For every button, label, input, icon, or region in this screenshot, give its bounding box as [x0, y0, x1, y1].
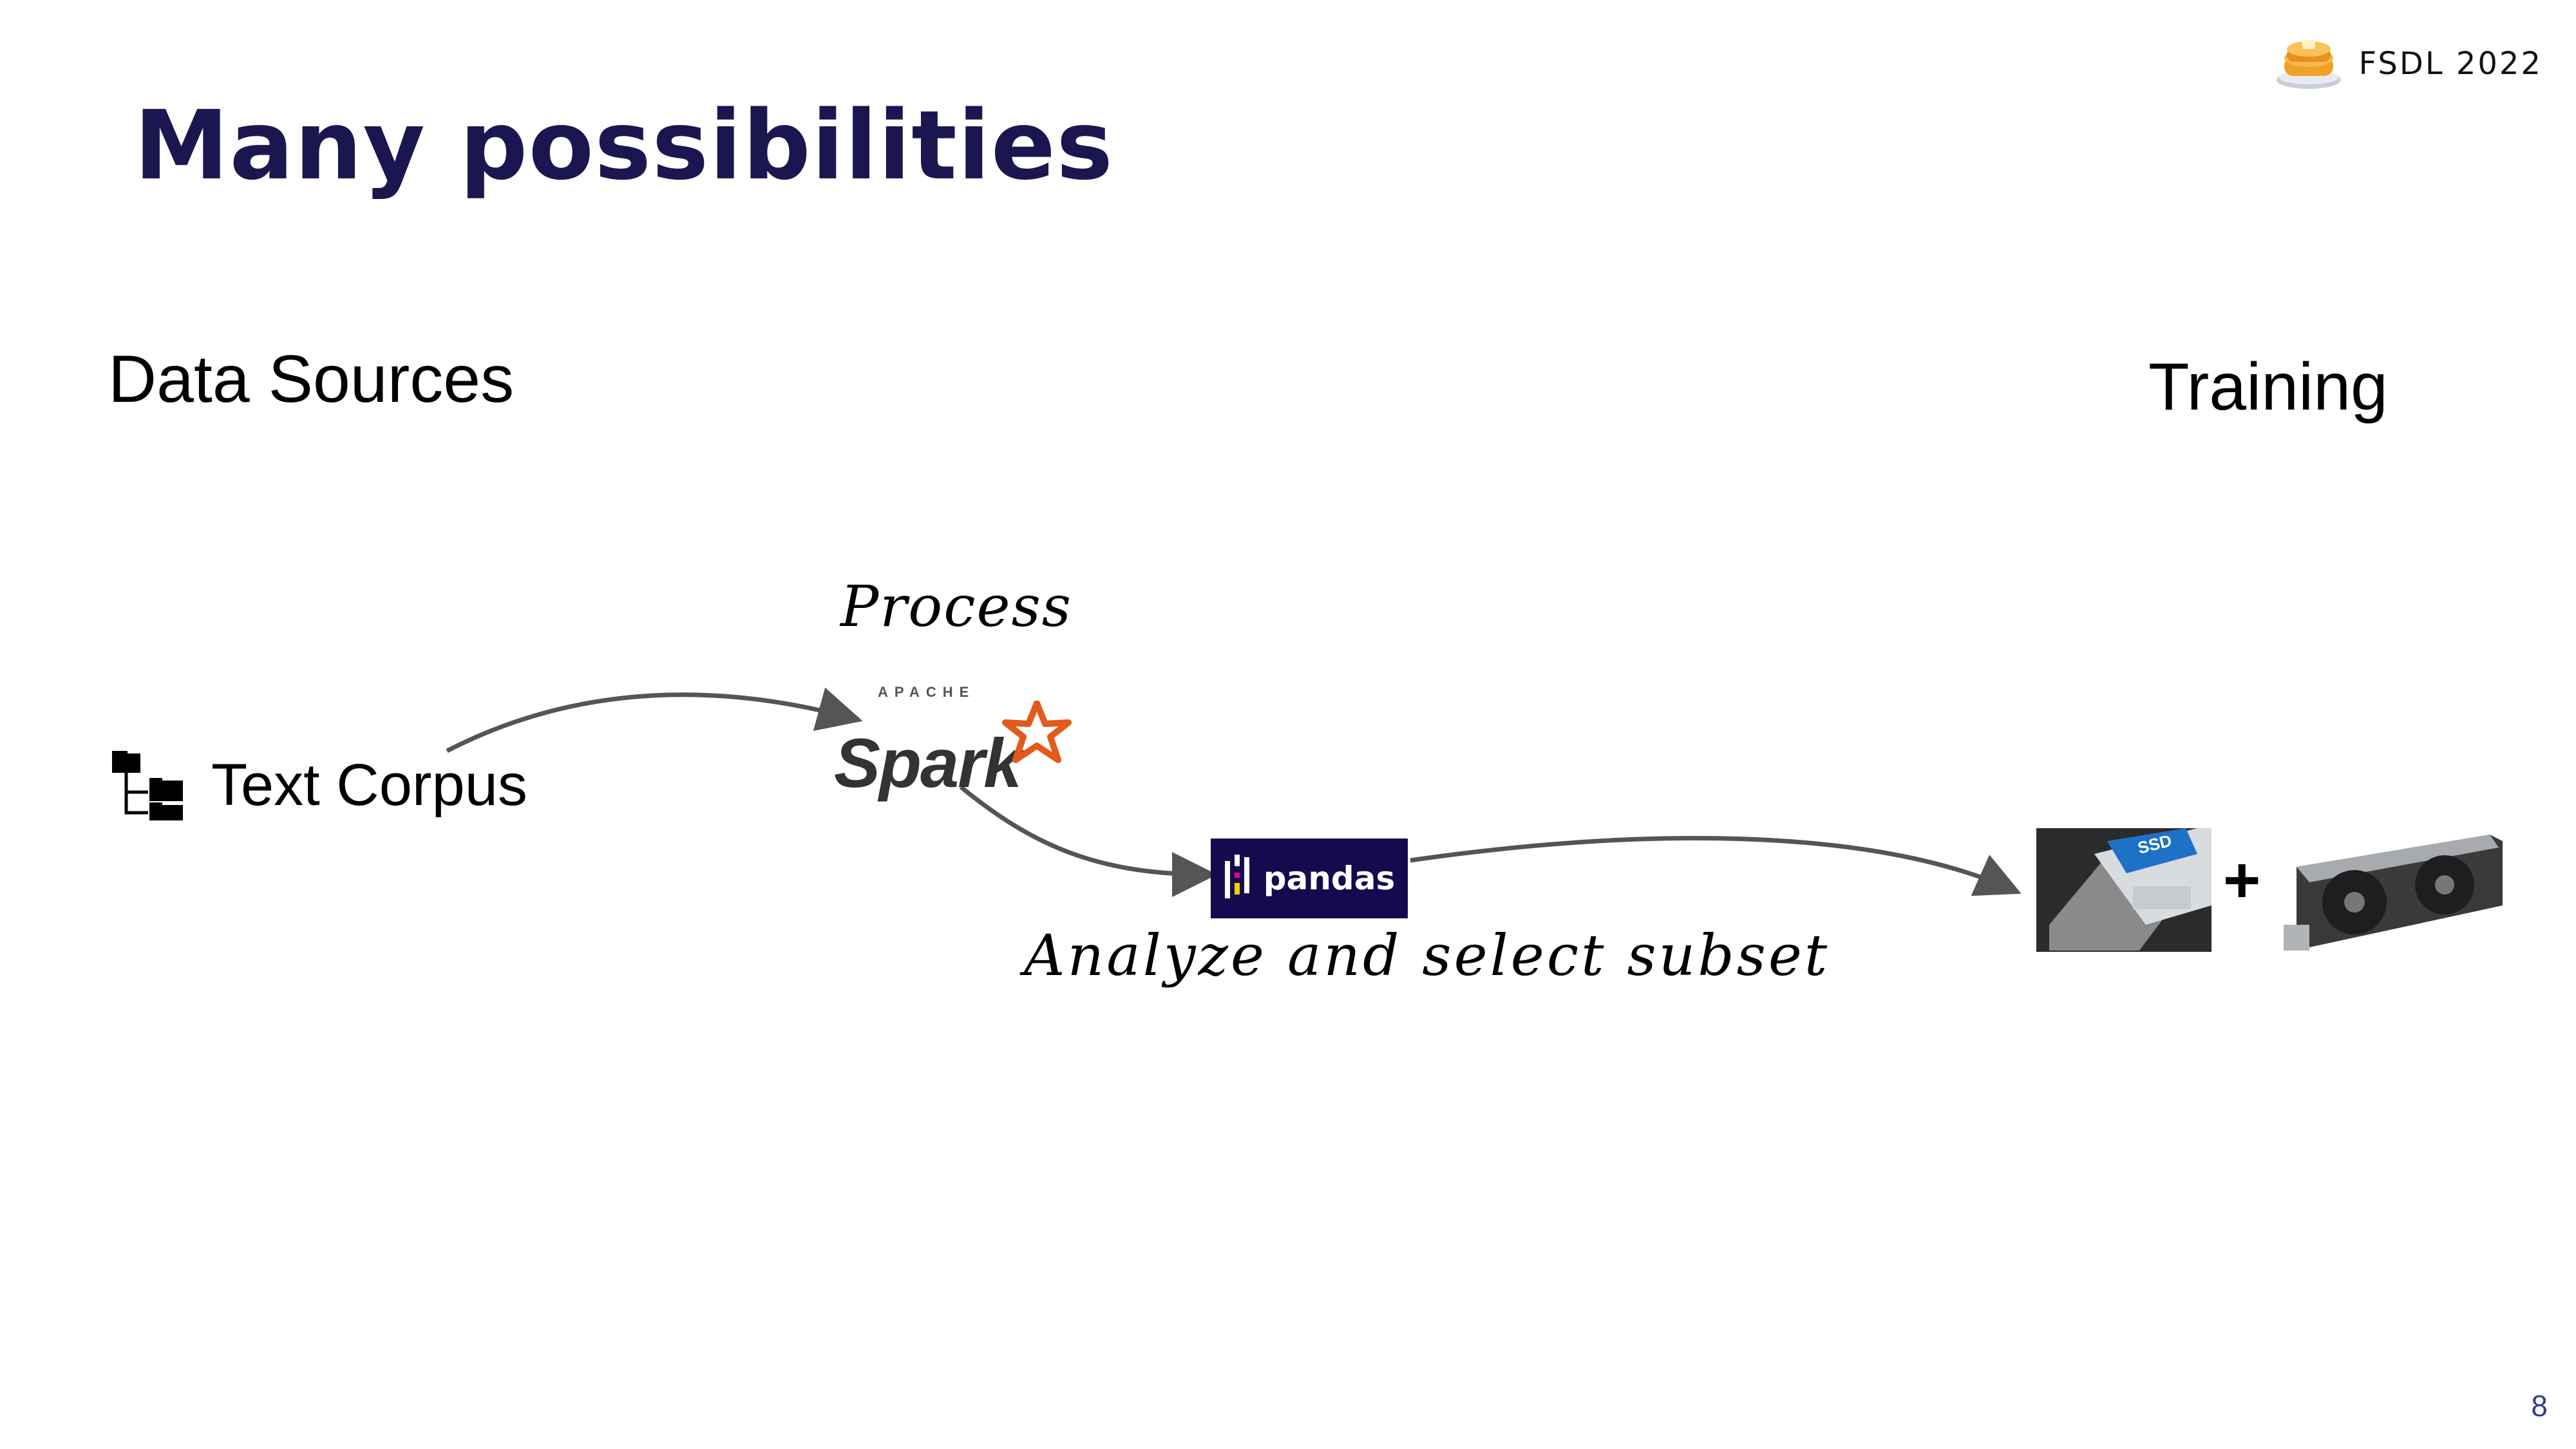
process-label: Process — [840, 573, 1072, 639]
spark-word: Spark — [834, 723, 1022, 802]
arrow-spark-to-pandas — [959, 785, 1217, 897]
plus-sign: + — [2223, 844, 2261, 916]
gpu-photo — [2284, 828, 2505, 952]
arrow-pandas-to-training — [1410, 836, 2022, 896]
analyze-label: Analyze and select subset — [1024, 922, 1830, 989]
pandas-bars-icon — [1224, 853, 1252, 904]
spark-apache-text: APACHE — [878, 684, 976, 700]
pancake-stack-icon — [2275, 32, 2342, 95]
arrow-corpus-to-spark — [446, 687, 863, 753]
ssd-photo: SSD — [2036, 828, 2211, 952]
slide-title: Many possibilities — [134, 90, 1114, 201]
data-sources-heading: Data Sources — [108, 342, 515, 417]
brand-text: FSDL 2022 — [2358, 45, 2543, 82]
folder-tree-icon — [109, 746, 185, 825]
pandas-logo: pandas — [1211, 838, 1408, 918]
pandas-word: pandas — [1263, 860, 1396, 897]
page-number: 8 — [2531, 1389, 2548, 1423]
text-corpus-label: Text Corpus — [211, 752, 527, 818]
text-corpus-source: Text Corpus — [109, 746, 527, 825]
brand: FSDL 2022 — [2275, 32, 2543, 95]
training-heading: Training — [2148, 350, 2388, 424]
apache-spark-logo: APACHE Spark — [834, 684, 1072, 802]
spark-star-icon — [1001, 700, 1072, 768]
